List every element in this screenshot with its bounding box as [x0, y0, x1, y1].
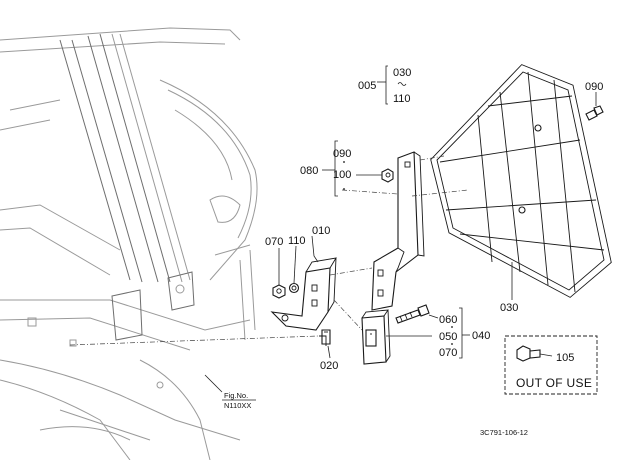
bracket-080 [371, 151, 425, 311]
out-of-use-box [504, 335, 598, 395]
bolt-060 [395, 304, 430, 324]
bolt-020 [319, 329, 331, 346]
bolt-090-right [585, 105, 604, 121]
nuts-070-110-left [272, 282, 300, 299]
figure-ref-number: N110XX [224, 401, 251, 410]
range-dot [343, 161, 345, 163]
range-tilde [397, 82, 407, 86]
callout-090-right: 090 [585, 81, 603, 93]
diagram-code: 3C791-106-12 [480, 428, 528, 437]
callout-020: 020 [320, 360, 338, 372]
nut-100 [381, 168, 394, 183]
cab-frame-outline [0, 27, 258, 460]
callout-080: 080 [300, 165, 318, 177]
callout-005: 005 [358, 80, 376, 92]
range-dot [343, 188, 345, 190]
callout-060: 060 [439, 314, 457, 326]
callout-110-top: 110 [393, 93, 411, 105]
callout-010: 010 [312, 225, 330, 237]
callout-105: 105 [556, 352, 574, 364]
callout-100: 100 [333, 169, 351, 181]
callout-110-left: 110 [288, 235, 306, 247]
callout-070-right: 070 [439, 347, 457, 359]
bracket-010 [270, 257, 337, 331]
callout-030-top: 030 [393, 67, 411, 79]
callout-090-left: 090 [333, 148, 351, 160]
callout-070-left: 070 [265, 236, 283, 248]
range-dot [451, 343, 453, 345]
range-dot [451, 326, 453, 328]
bolt-105 [516, 345, 541, 362]
out-of-use-label: OUT OF USE [516, 376, 592, 390]
net-guard-030 [430, 64, 612, 298]
clamp-block-050 [361, 309, 391, 365]
callout-050: 050 [439, 331, 457, 343]
leader-lines [69, 65, 597, 393]
callout-040: 040 [472, 330, 490, 342]
callout-030-net: 030 [500, 302, 518, 314]
figure-ref-label: Fig.No. [224, 391, 248, 400]
